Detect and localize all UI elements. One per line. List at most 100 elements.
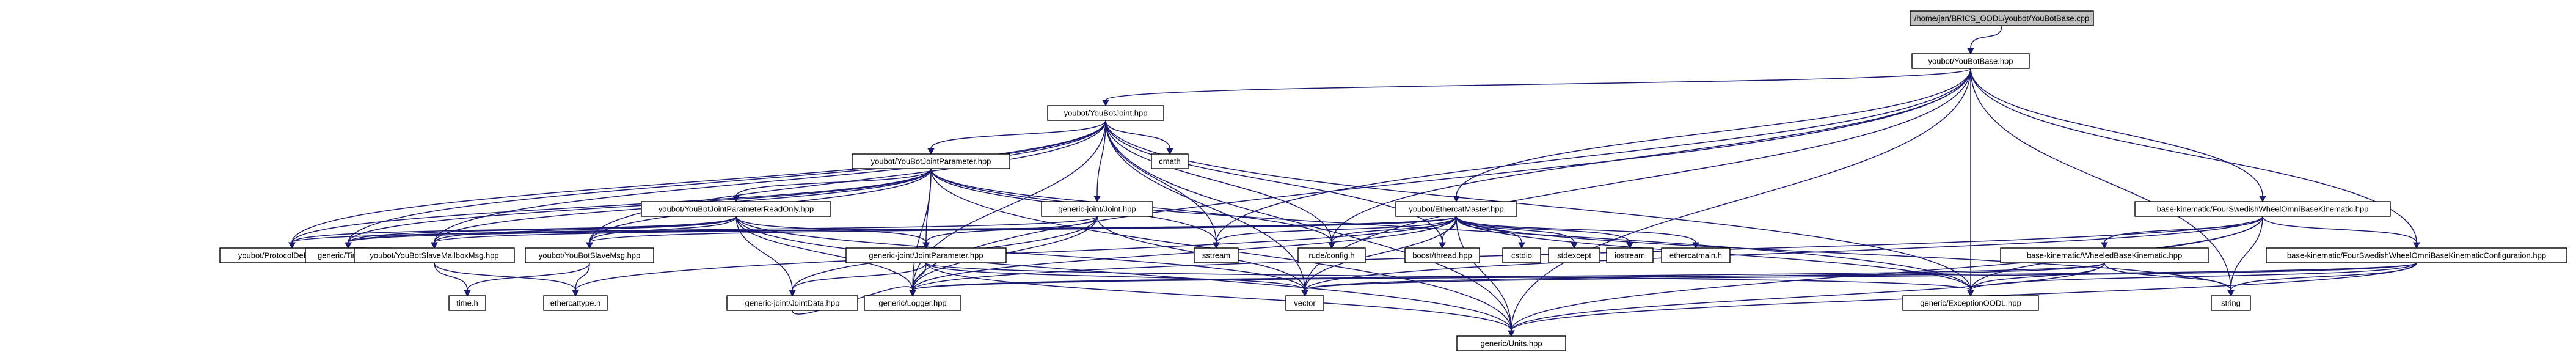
node-box bbox=[864, 295, 961, 311]
edge-ethercat-to-ethercattype bbox=[575, 216, 1457, 291]
edge-youbotbase-to-youbotjoint bbox=[1105, 68, 1971, 101]
edge-paramreadonly-to-jointdata bbox=[735, 216, 793, 291]
node-jointdata[interactable]: generic-joint/JointData.hpp bbox=[726, 295, 858, 311]
node-box bbox=[1297, 247, 1366, 263]
edge-arrowhead bbox=[572, 290, 579, 297]
edge-slavemsg-to-timeh bbox=[467, 262, 590, 291]
edge-youbotbase-to-fourswedish bbox=[1970, 68, 2263, 197]
node-stdexcept: stdexcept bbox=[1548, 247, 1600, 263]
node-label: /home/jan/BRICS_OODL/youbot/YouBotBase.c… bbox=[1914, 14, 2089, 23]
edge-youbotjoint-to-boostthread bbox=[1105, 120, 1443, 243]
edge-jointparamgen-to-exception bbox=[925, 262, 1971, 291]
node-units[interactable]: generic/Units.hpp bbox=[1456, 335, 1566, 351]
node-youbotjoint[interactable]: youbot/YouBotJoint.hpp bbox=[1047, 105, 1164, 121]
edge-ethercat-to-stdexcept bbox=[1456, 216, 1575, 243]
node-boostthread: boost/thread.hpp bbox=[1404, 247, 1480, 263]
edge-ethercat-to-sstream bbox=[1216, 216, 1457, 243]
node-label: vector bbox=[1294, 299, 1316, 308]
edge-wheeled-to-logger bbox=[912, 262, 2105, 291]
edge-youbotjoint-to-mailbox bbox=[434, 120, 1106, 243]
node-box bbox=[1911, 53, 2030, 69]
edge-mailbox-to-timeh bbox=[434, 262, 468, 291]
node-box bbox=[726, 295, 858, 311]
edge-arrowhead bbox=[1571, 242, 1578, 249]
node-label: rude/config.h bbox=[1308, 251, 1354, 260]
node-label: youbot/YouBotJointParameter.hpp bbox=[871, 157, 991, 166]
node-cmath: cmath bbox=[1151, 153, 1189, 169]
node-slavemsg[interactable]: youbot/YouBotSlaveMsg.hpp bbox=[525, 247, 654, 263]
edge-arrowhead bbox=[586, 242, 593, 249]
node-paramreadonly[interactable]: youbot/YouBotJointParameterReadOnly.hpp bbox=[641, 201, 831, 217]
edge-ethercat-to-cstdio bbox=[1456, 216, 1522, 243]
node-box bbox=[1285, 295, 1324, 311]
node-root[interactable]: /home/jan/BRICS_OODL/youbot/YouBotBase.c… bbox=[1910, 10, 2094, 26]
node-box bbox=[2000, 247, 2209, 263]
edge-arrowhead bbox=[2101, 242, 2108, 249]
node-box bbox=[1194, 247, 1239, 263]
edge-youbotbase-to-units bbox=[1511, 68, 1971, 331]
node-label: generic-joint/Joint.hpp bbox=[1058, 205, 1136, 214]
edge-arrowhead bbox=[1439, 242, 1446, 249]
edge-arrowhead bbox=[789, 290, 796, 297]
node-box bbox=[448, 295, 486, 311]
node-fourconfig[interactable]: base-kinematic/FourSwedishWheelOmniBaseK… bbox=[2266, 247, 2567, 263]
dependency-edges bbox=[288, 25, 2420, 337]
edge-ethercat-to-vector bbox=[1304, 216, 1457, 291]
edge-fourconfig-to-exception bbox=[1970, 262, 2417, 291]
edge-ethercat-to-units bbox=[1456, 216, 1512, 331]
edge-arrowhead bbox=[288, 242, 296, 249]
edge-arrowhead bbox=[431, 242, 438, 249]
edge-arrowhead bbox=[2259, 196, 2266, 203]
node-label: generic/Logger.hpp bbox=[878, 299, 946, 308]
edge-youbotjoint-to-rudeconfig bbox=[1105, 120, 1332, 243]
node-timeh: time.h bbox=[448, 295, 486, 311]
edge-jointparam-to-jointparamgen bbox=[925, 168, 932, 243]
edge-paramreadonly-to-mailbox bbox=[434, 216, 737, 243]
node-box bbox=[2134, 201, 2391, 217]
node-label: iostream bbox=[1615, 251, 1645, 260]
node-ethercattype: ethercattype.h bbox=[543, 295, 608, 311]
node-ethercat[interactable]: youbot/EthercatMaster.hpp bbox=[1395, 201, 1517, 217]
edge-mailbox-to-ethercattype bbox=[434, 262, 576, 291]
edge-youbotjoint-to-protocol bbox=[291, 120, 1106, 243]
node-logger[interactable]: generic/Logger.hpp bbox=[864, 295, 961, 311]
edge-arrowhead bbox=[1626, 242, 1633, 249]
edge-ethercat-to-ethercatmain bbox=[1456, 216, 1696, 243]
edge-arrowhead bbox=[345, 242, 352, 249]
node-label: generic/Units.hpp bbox=[1480, 339, 1542, 348]
edge-youbotbase-to-vector bbox=[1304, 68, 1971, 291]
node-label: base-kinematic/FourSwedishWheelOmniBaseK… bbox=[2287, 251, 2546, 260]
node-box bbox=[641, 201, 831, 217]
edge-youbotbase-to-sstream bbox=[1216, 68, 1971, 243]
edge-arrowhead bbox=[922, 242, 930, 249]
node-box bbox=[1047, 105, 1164, 121]
edge-arrowhead bbox=[1213, 242, 1220, 249]
node-vector: vector bbox=[1285, 295, 1324, 311]
node-mailbox[interactable]: youbot/YouBotSlaveMailboxMsg.hpp bbox=[354, 247, 515, 263]
node-genjoint[interactable]: generic-joint/Joint.hpp bbox=[1041, 201, 1153, 217]
edge-youbotbase-to-logger bbox=[912, 68, 1971, 291]
node-label: youbot/YouBotJoint.hpp bbox=[1064, 109, 1148, 118]
node-fourswedish[interactable]: base-kinematic/FourSwedishWheelOmniBaseK… bbox=[2134, 201, 2391, 217]
node-label: youbot/YouBotSlaveMailboxMsg.hpp bbox=[370, 251, 498, 260]
node-sstream: sstream bbox=[1194, 247, 1239, 263]
node-string: string bbox=[2211, 295, 2251, 311]
edge-fourconfig-to-vector bbox=[1304, 262, 2417, 291]
node-jointparam[interactable]: youbot/YouBotJointParameter.hpp bbox=[852, 153, 1010, 169]
node-youbotbase[interactable]: youbot/YouBotBase.hpp bbox=[1911, 53, 2030, 69]
node-box bbox=[1404, 247, 1480, 263]
node-box bbox=[543, 295, 608, 311]
node-label: youbot/YouBotBase.hpp bbox=[1928, 57, 2013, 66]
node-jointparamgen[interactable]: generic-joint/JointParameter.hpp bbox=[845, 247, 1007, 263]
node-label: boost/thread.hpp bbox=[1412, 251, 1472, 260]
node-exception[interactable]: generic/ExceptionOODL.hpp bbox=[1902, 295, 2039, 311]
edge-arrowhead bbox=[1093, 196, 1101, 203]
edge-arrowhead bbox=[1508, 330, 1515, 337]
edge-ethercat-to-string bbox=[1456, 216, 2231, 291]
edge-jointparamgen-to-units bbox=[925, 262, 1512, 331]
edge-arrowhead bbox=[1102, 100, 1109, 107]
node-label: string bbox=[2221, 299, 2241, 308]
graph-nodes: /home/jan/BRICS_OODL/youbot/YouBotBase.c… bbox=[219, 10, 2567, 351]
node-box bbox=[1902, 295, 2039, 311]
node-wheeled[interactable]: base-kinematic/WheeledBaseKinematic.hpp bbox=[2000, 247, 2209, 263]
